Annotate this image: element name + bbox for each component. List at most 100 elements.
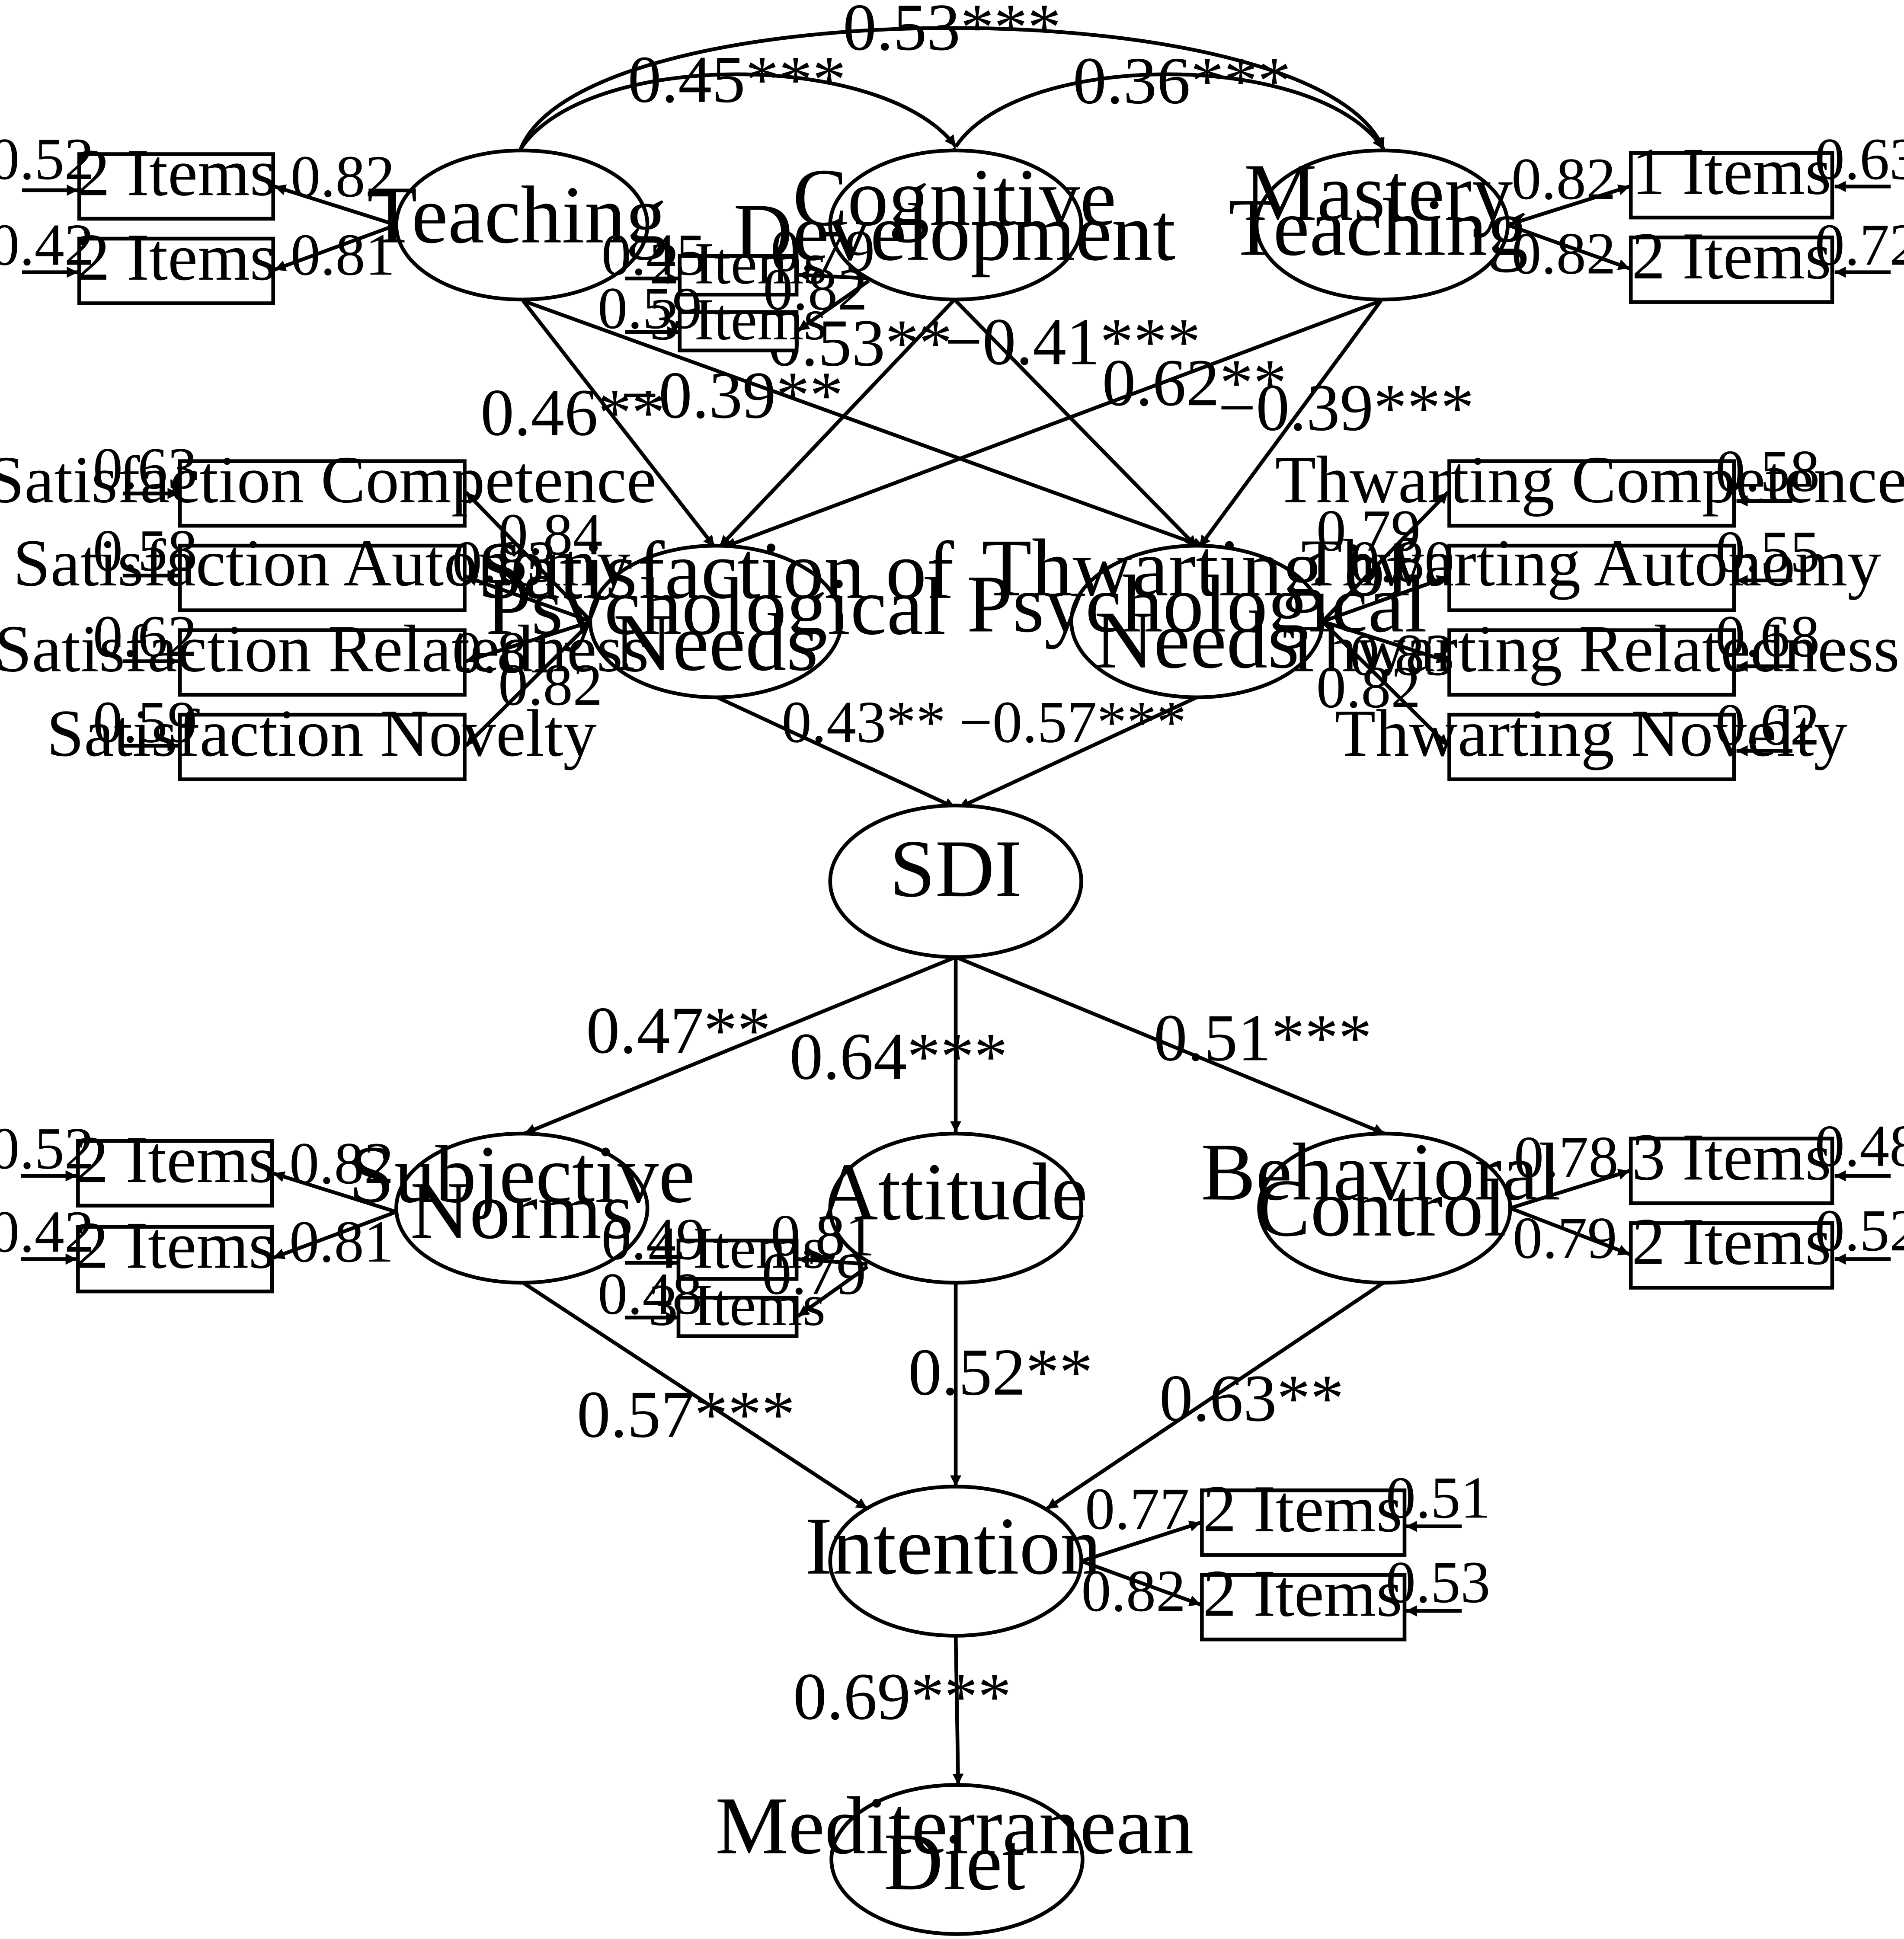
coef-sdi-attitude: 0.64***	[790, 1019, 1008, 1094]
loading-label: 0.79	[1513, 1205, 1617, 1271]
loading-label: 0.81	[452, 619, 557, 685]
coef-subjective-intention: 0.57***	[577, 1377, 795, 1452]
indicator-label: 2 Items	[1632, 1204, 1831, 1279]
ellipse-teaching	[394, 148, 650, 302]
indicator-box	[1629, 151, 1834, 220]
coef-sdi-subjective: 0.47**	[586, 993, 771, 1067]
indicator-label: 1 Items	[1632, 134, 1831, 209]
indicator-box	[1447, 543, 1736, 612]
coef-thwarting-sdi: −0.57***	[959, 689, 1186, 755]
loading-arrow	[1510, 1169, 1630, 1210]
loading-arrow	[1321, 620, 1450, 747]
latent-mediterranean-diet: Mediterranean Diet	[715, 1781, 1194, 1936]
latent-intention: Intention	[805, 1485, 1101, 1638]
error-label: 0.63	[1815, 126, 1904, 192]
error-label: 0.58	[93, 517, 198, 584]
latent-thwarting-needs: Thwarting of Psychological Needs	[967, 523, 1427, 700]
latent-subjective-norms: Subjective Norms	[349, 1129, 695, 1285]
loading-arrow	[272, 1171, 397, 1214]
coef-teaching-satisfaction: 0.46**	[480, 375, 665, 450]
path-mastery-satisfaction	[723, 299, 1382, 549]
path-subjective-intention	[522, 1281, 869, 1511]
coef-teaching-thwarting: −0.39**	[621, 358, 843, 432]
covariance-arcs	[509, 26, 1386, 162]
coef-behavioral-intention: 0.63**	[1159, 1361, 1344, 1435]
ellipse-intention	[828, 1485, 1083, 1638]
latent-behavioral-control: Behavioral Control	[1201, 1127, 1561, 1285]
loading-arrow	[797, 269, 869, 281]
loading-arrow	[274, 184, 397, 227]
indicator-label: 2 Items	[650, 230, 827, 297]
error-arrows	[21, 181, 1891, 1616]
loading-label: 0.82	[1511, 146, 1616, 212]
indicator-box	[178, 712, 467, 781]
indicator-label: 2 Items	[1203, 1556, 1402, 1631]
latent-teaching: Teaching	[367, 148, 667, 302]
path-mastery-thwarting	[1198, 300, 1382, 548]
cov-label-cognitive-mastery: 0.36***	[1073, 44, 1291, 118]
latent-label: Thwarting of	[982, 523, 1413, 613]
latent-label: Cognitive	[793, 152, 1116, 243]
indicator-box	[77, 236, 275, 305]
error-label: 0.45	[602, 221, 706, 287]
indicator-box	[1447, 459, 1736, 528]
ellipse-behavioral-control	[1257, 1131, 1512, 1285]
loading-label: 0.82	[1316, 654, 1421, 720]
cov-cognitive-mastery	[944, 72, 1385, 159]
error-label: 0.53	[1386, 1549, 1491, 1615]
latent-label: Satisfaction of	[478, 525, 954, 616]
error-label: 0.52	[0, 1115, 94, 1182]
indicator-label: Satisfaction Relatedness	[0, 612, 649, 686]
loading-arrow	[274, 223, 397, 272]
error-label: 0.48	[1815, 1113, 1904, 1179]
error-label: 0.72	[1815, 211, 1904, 278]
latent-sdi: SDI	[828, 803, 1083, 959]
latent-label: Development	[733, 187, 1175, 278]
latent-label: Teaching	[1229, 182, 1528, 273]
error-label: 0.42	[0, 211, 94, 278]
loading-arrow	[797, 1265, 869, 1318]
ellipse-satisfaction-needs	[588, 543, 843, 700]
loading-arrow	[1507, 184, 1630, 227]
path-satisfaction-sdi	[716, 695, 957, 810]
indicator-label: Thwarting Novelty	[1334, 696, 1847, 770]
latent-label: Norms	[410, 1166, 634, 1256]
error-label: 0.52	[1815, 1197, 1904, 1263]
error-label: 0.58	[1715, 438, 1820, 504]
loading-arrow	[797, 1254, 868, 1266]
loading-label: 0.83	[452, 529, 557, 595]
path-cognitive-satisfaction	[718, 298, 956, 548]
cov-teaching-mastery	[511, 26, 1386, 162]
loading-label: 0.78	[1514, 1124, 1619, 1190]
cov-label-teaching-cognitive: 0.45***	[628, 42, 846, 117]
latent-attitude: Attitude	[819, 1131, 1088, 1285]
indicator-label: 2 Items	[77, 135, 276, 210]
error-label: 0.62	[1715, 691, 1820, 757]
path-sdi-subjective	[523, 955, 957, 1135]
path-behavioral-intention	[1045, 1281, 1385, 1511]
loading-label: 0.82	[291, 143, 395, 209]
error-label: 0.55	[1715, 519, 1820, 585]
latent-cognitive-development: Cognitive Development	[733, 148, 1175, 302]
loading-arrow	[1081, 1521, 1201, 1563]
loading-label: 0.83	[1350, 622, 1455, 688]
latent-label: Control	[1255, 1163, 1506, 1254]
latent-label: Teaching	[367, 170, 667, 261]
indicator-label: Satisfaction Competence	[0, 443, 656, 517]
latent-mastery-teaching: Mastery Teaching	[1229, 147, 1528, 302]
indicator-label: 2 Items	[77, 220, 276, 294]
indicator-label: 3 Items	[1632, 1120, 1831, 1194]
loading-arrow	[1322, 620, 1449, 664]
indicator-label: 3 Items	[650, 286, 827, 352]
path-sdi-behavioral	[955, 955, 1386, 1135]
latent-label: Psychological	[967, 559, 1427, 650]
loading-label: 0.79	[762, 1241, 867, 1307]
indicator-label: Thwarting Relatedness	[1283, 612, 1900, 686]
indicator-label: Satisfaction Novelty	[47, 696, 597, 770]
latent-label: Diet	[884, 1817, 1025, 1907]
ellipse-thwarting-needs	[1069, 543, 1325, 700]
ellipse-mediterranean-diet	[829, 1783, 1085, 1936]
indicator-label: Satisfaction Autonomy	[13, 526, 630, 600]
path-intention-diet	[952, 1636, 964, 1785]
indicator-label: 2 Items	[75, 1208, 275, 1283]
